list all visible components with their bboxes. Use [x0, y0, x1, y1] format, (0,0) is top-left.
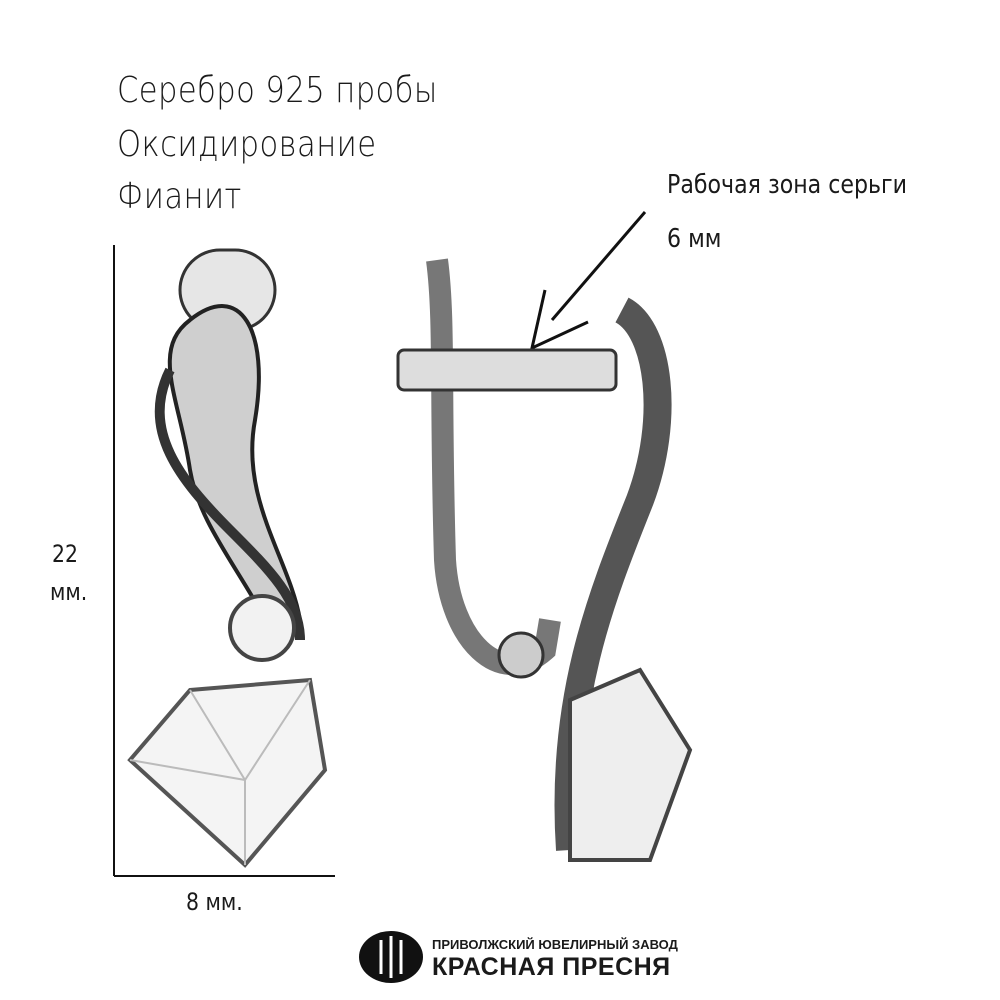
- earring-front-view: [127, 248, 328, 868]
- brand-line2: КРАСНАЯ ПРЕСНЯ: [432, 953, 671, 981]
- width-label: 8 мм.: [186, 888, 243, 916]
- height-unit: мм.: [50, 578, 88, 606]
- height-value: 22: [52, 540, 78, 568]
- earring-side-view: [396, 258, 693, 862]
- arrow-icon: [529, 211, 647, 351]
- brand-line1: ПРИВОЛЖСКИЙ ЮВЕЛИРНЫЙ ЗАВОД: [432, 937, 678, 952]
- spec-metal: Серебро 925 пробы: [117, 70, 438, 111]
- spec-finish: Оксидирование: [117, 124, 377, 165]
- spec-stone: Фианит: [117, 176, 242, 217]
- brand-logo-icon: [359, 931, 423, 983]
- working-zone-label: Рабочая зона серьги: [667, 170, 908, 200]
- working-zone-value: 6 мм: [667, 224, 722, 254]
